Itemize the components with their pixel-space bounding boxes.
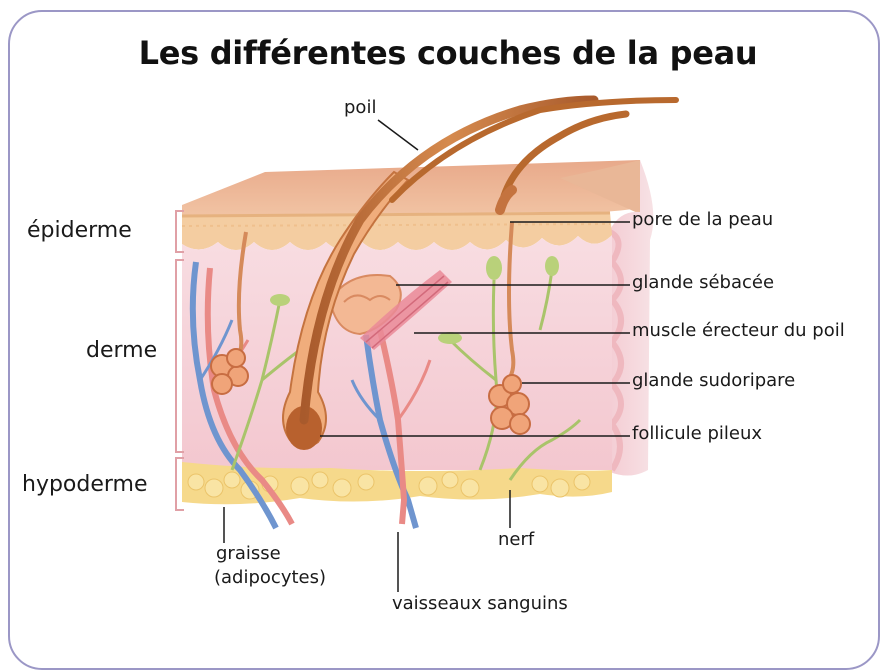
- label-poil: poil: [344, 98, 376, 119]
- label-derme: derme: [86, 338, 157, 363]
- label-follicule: follicule pileux: [632, 424, 762, 445]
- label-nerf: nerf: [498, 530, 534, 551]
- label-vaisseaux: vaisseaux sanguins: [392, 594, 568, 615]
- label-epiderme: épiderme: [27, 218, 132, 243]
- label-adipocytes: (adipocytes): [214, 568, 326, 589]
- label-muscle: muscle érecteur du poil: [632, 321, 845, 342]
- label-glande-sudoripare: glande sudoripare: [632, 371, 795, 392]
- label-glande-sebacee: glande sébacée: [632, 273, 774, 294]
- label-graisse: graisse: [216, 544, 281, 565]
- label-pore: pore de la peau: [632, 210, 773, 231]
- label-hypoderme: hypoderme: [22, 472, 148, 497]
